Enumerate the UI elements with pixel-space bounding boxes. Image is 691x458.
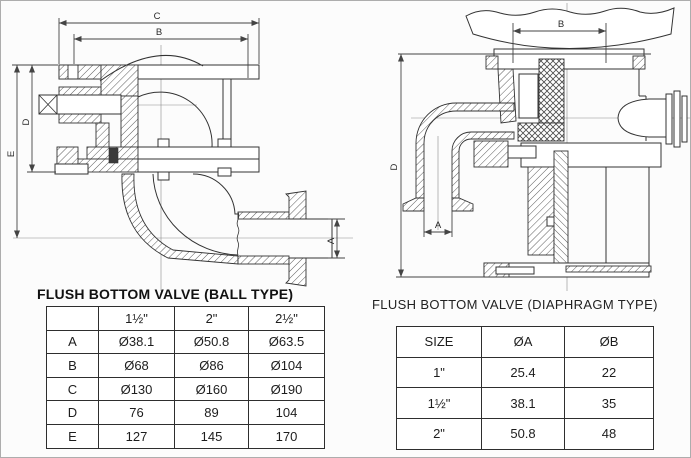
diaphragm-type-dimension-table: SIZE ØA ØB 1" 25.4 22 1½" 38.1 35 2" 50.… [396,326,654,450]
table-cell: 127 [98,423,175,449]
dimension-b: B [512,19,607,63]
base-flange [483,262,652,278]
stem-end-cross [38,94,58,115]
ball-type-valve-drawing: C B E D A [6,11,353,291]
table-cell: 104 [248,400,325,425]
table-cell: E [46,423,99,449]
ball-dome-arc [99,54,204,82]
mid-flange-upper [130,146,260,160]
table-cell: 1½" [98,306,175,331]
table-cell: 22 [564,356,654,389]
outlet-stem [553,150,569,278]
inlet-elbow [402,102,515,212]
clamp-lug [157,138,170,148]
table-cell: Ø190 [248,376,325,402]
table-row: 1" 25.4 22 [396,356,654,389]
clamp-lug [217,138,232,148]
dim-label-b: B [558,19,564,30]
diaphragm-compressor [538,58,565,124]
table-cell: SIZE [396,326,482,358]
table-cell: Ø38.1 [98,329,175,355]
dim-label-d: D [21,118,32,125]
valve-body-section [473,58,688,278]
table-cell: Ø130 [98,376,175,402]
table-header-row: SIZE ØA ØB [396,326,654,358]
table-cell: C [46,376,99,402]
table-cell: D [46,400,99,425]
valve-stem [56,94,122,115]
bonnet-nut [485,55,499,70]
table-cell: Ø86 [174,353,249,378]
dim-label-d: D [389,163,400,170]
dim-label-e: E [6,151,17,157]
table-row: E 127 145 170 [46,423,325,449]
dim-label-a: A [435,220,442,231]
clamp-lug [157,171,170,181]
dimension-a: A [423,211,453,237]
diaphragm-type-title: FLUSH BOTTOM VALVE (DIAPHRAGM TYPE) [372,297,658,312]
pipe-break-line [236,211,240,256]
table-cell: Ø68 [98,353,175,378]
bonnet-nut [632,55,646,70]
table-cell: 2" [174,306,249,331]
table-cell: 38.1 [481,387,565,420]
ferrule-lip [451,197,474,212]
table-cell: 89 [174,400,249,425]
dimension-b: B [73,27,249,78]
bonnet [493,48,645,70]
handwheel [465,7,675,49]
clamp-lug [217,167,232,177]
table-cell: 35 [564,387,654,420]
table-cell: 50.8 [481,418,565,450]
triclamp-ferrule [285,190,333,287]
table-header-row: 1½" 2" 2½" [46,306,325,331]
diaphragm-type-valve-drawing: B D A [389,3,690,291]
dimension-d: D [21,65,56,173]
ferrule-lip [402,197,425,212]
mid-flange-lower [130,158,260,173]
dimension-d: D [389,53,651,278]
table-cell: 2" [396,418,482,450]
valve-body-section [38,54,260,181]
table-cell: ØB [564,326,654,358]
body-column [527,166,555,256]
table-row: C Ø130 Ø160 Ø190 [46,376,325,402]
table-cell: 170 [248,423,325,449]
ball-type-dimension-table: 1½" 2" 2½" A Ø38.1 Ø50.8 Ø63.5 B Ø68 Ø86… [46,306,325,449]
table-cell: Ø50.8 [174,329,249,355]
table-cell: 145 [174,423,249,449]
table-cell: Ø104 [248,353,325,378]
table-cell: 76 [98,400,175,425]
dim-label-a: A [326,237,337,244]
dim-label-b: B [156,27,162,38]
table-row: 2" 50.8 48 [396,418,654,450]
dim-label-c: C [154,11,161,22]
dimension-c: C [58,11,260,64]
table-row: A Ø38.1 Ø50.8 Ø63.5 [46,329,325,355]
table-cell: 1½" [396,387,482,420]
diaphragm [517,122,565,142]
table-row: 1½" 38.1 35 [396,387,654,420]
dimension-e: E [6,64,58,238]
table-cell: A [46,329,99,355]
table-cell: 2½" [248,306,325,331]
table-row: D 76 89 104 [46,400,325,425]
table-cell: 48 [564,418,654,450]
table-cell: B [46,353,99,378]
table-cell: ØA [481,326,565,358]
flange-bolt [108,147,119,164]
table-cell [46,306,99,331]
table-row: B Ø68 Ø86 Ø104 [46,353,325,378]
table-cell: Ø63.5 [248,329,325,355]
ball-type-title: FLUSH BOTTOM VALVE (BALL TYPE) [37,286,294,302]
table-cell: Ø160 [174,376,249,402]
body-flange [520,142,662,168]
dimension-a: A [326,218,345,259]
handwheel-assembly [465,7,675,70]
side-port [617,90,688,148]
table-cell: 1" [396,356,482,389]
outlet-elbow [121,173,333,287]
table-cell: 25.4 [481,356,565,389]
ball-arc [137,91,213,148]
